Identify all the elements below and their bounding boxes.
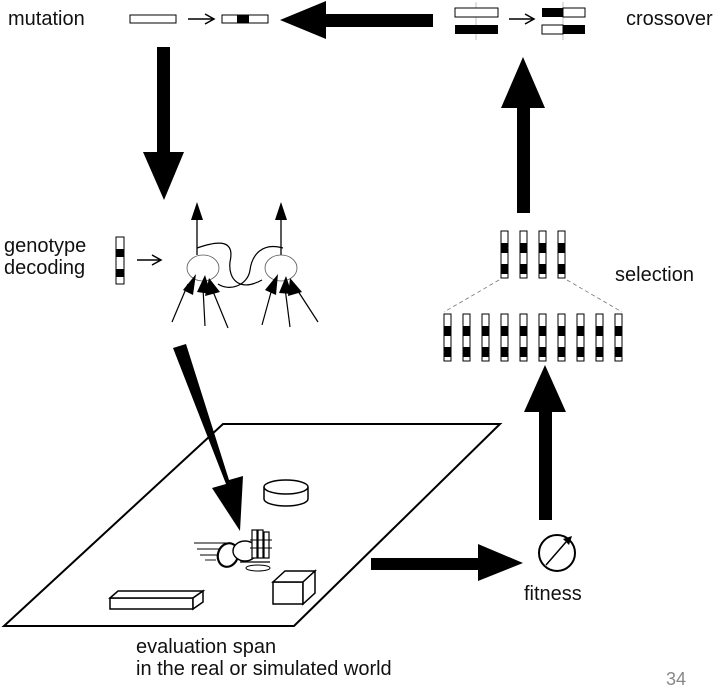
arrow-world-to-fitness (371, 544, 523, 581)
arrow-selection-to-crossover (501, 57, 545, 213)
cylinder-obstacle (263, 479, 309, 507)
robot-icon (194, 529, 272, 572)
arrow-fitness-to-selection (524, 365, 566, 520)
page-number: 34 (666, 669, 687, 689)
genotype-chromosome (115, 236, 125, 285)
selection-dashed-funnel (443, 279, 623, 313)
bar-obstacle (108, 589, 206, 611)
cube-obstacle (271, 569, 317, 606)
crossover-label: crossover (626, 8, 713, 30)
mutated-genome (221, 14, 269, 24)
selection-label: selection (615, 264, 694, 286)
mutation-label: mutation (8, 8, 85, 30)
mutation-parent-genome (129, 14, 177, 24)
crossover-offspring-genomes (541, 2, 586, 40)
arrow-crossover-to-mutation (280, 1, 433, 39)
population-genomes (443, 313, 623, 362)
crossover-parent-genomes (454, 2, 499, 40)
genotype-label: genotype (4, 235, 87, 257)
evaluation-label-line2: in the real or simulated world (136, 658, 392, 680)
neural-network-icon (171, 202, 319, 329)
evaluation-arena-floor (1, 423, 503, 627)
decoding-label: decoding (4, 257, 86, 279)
fitness-label: fitness (524, 583, 582, 605)
fitness-gauge-icon (538, 534, 576, 572)
evaluation-label-line1: evaluation span (136, 636, 277, 658)
selected-genomes (500, 230, 566, 279)
arrow-mutation-to-decoding (143, 47, 184, 200)
